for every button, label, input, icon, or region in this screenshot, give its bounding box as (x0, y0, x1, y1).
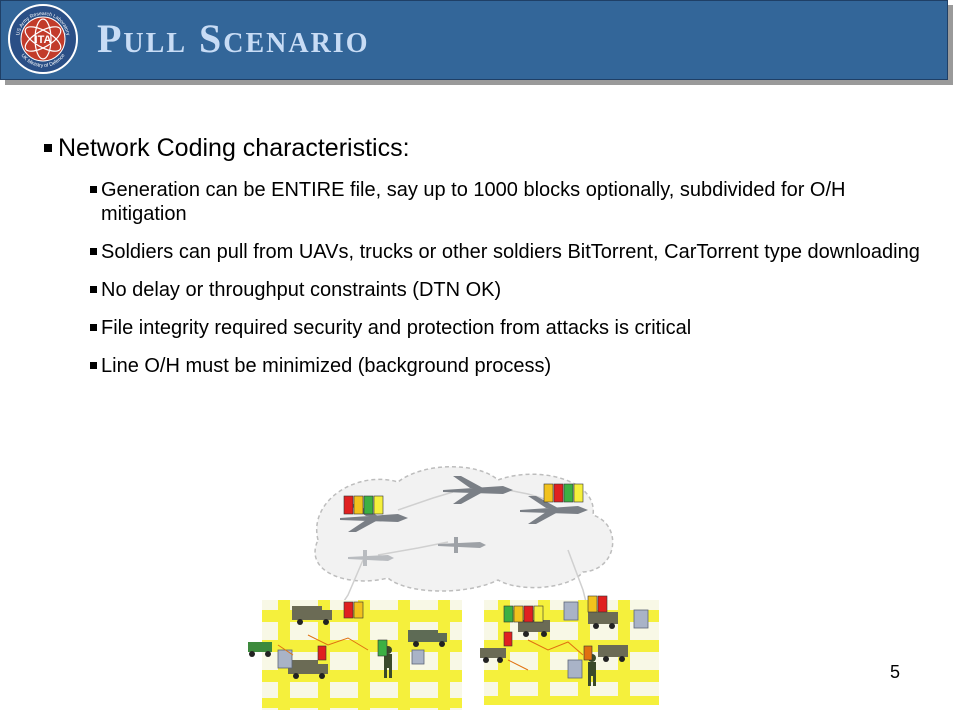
main-bullet-text: Network Coding characteristics: (58, 134, 410, 162)
bullet-square-icon (44, 144, 52, 152)
sub-bullet: Line O/H must be minimized (background p… (90, 354, 924, 378)
fighter-jet-icon (520, 496, 588, 524)
sub-bullet-text: Line O/H must be minimized (background p… (101, 355, 552, 377)
sub-bullet-list: Generation can be ENTIRE file, say up to… (90, 178, 924, 378)
page-title: Pull Scenario (97, 16, 370, 61)
buffer-blocks-icon (343, 601, 364, 619)
jeep-icon (248, 642, 272, 657)
page-number: 5 (890, 662, 901, 682)
buffer-blocks-icon (543, 483, 584, 503)
network-illustration (248, 466, 659, 710)
buffer-blocks-icon (587, 595, 608, 613)
main-bullet: Network Coding characteristics: (44, 132, 924, 164)
truck-icon (292, 606, 332, 625)
bullet-square-icon (90, 186, 97, 193)
sub-bullet-text: No delay or throughput constraints (DTN … (101, 279, 502, 301)
ground-grid-left (262, 600, 462, 710)
slide-content: Network Coding characteristics: Generati… (44, 132, 924, 392)
container-icon (277, 601, 649, 679)
truck-icon (518, 620, 550, 637)
sub-bullet-text: File integrity required security and pro… (101, 317, 692, 339)
truck-icon (480, 648, 506, 663)
ground-links (277, 634, 584, 671)
truck-icon (408, 630, 447, 647)
bullet-square-icon (90, 362, 97, 369)
uav-icon (348, 550, 394, 566)
ita-logo: ITA US Army Research Laboratory UK Minis… (8, 4, 78, 74)
fighter-jet-icon (443, 476, 513, 504)
bullet-square-icon (90, 248, 97, 255)
sub-bullet: Soldiers can pull from UAVs, trucks or o… (90, 240, 924, 264)
truck-icon (588, 612, 618, 629)
bullet-square-icon (90, 324, 97, 331)
sub-bullet-text: Soldiers can pull from UAVs, trucks or o… (101, 241, 920, 263)
buffer-blocks-icon (503, 631, 513, 647)
buffer-blocks-icon (503, 605, 544, 623)
bullet-square-icon (90, 286, 97, 293)
buffer-blocks-icon (343, 495, 384, 515)
sub-bullet: File integrity required security and pro… (90, 316, 924, 340)
buffer-blocks-icon (583, 645, 593, 661)
uav-icon (438, 537, 486, 553)
sub-bullet: Generation can be ENTIRE file, say up to… (90, 178, 924, 226)
buffer-blocks-icon (317, 645, 327, 661)
truck-icon (598, 645, 628, 662)
truck-icon (288, 660, 328, 679)
buffer-blocks-icon (377, 639, 388, 657)
sub-bullet: No delay or throughput constraints (DTN … (90, 278, 924, 302)
sub-bullet-text: Generation can be ENTIRE file, say up to… (101, 179, 846, 225)
slide-header: ITA US Army Research Laboratory UK Minis… (0, 0, 948, 80)
svg-text:ITA: ITA (35, 34, 52, 46)
